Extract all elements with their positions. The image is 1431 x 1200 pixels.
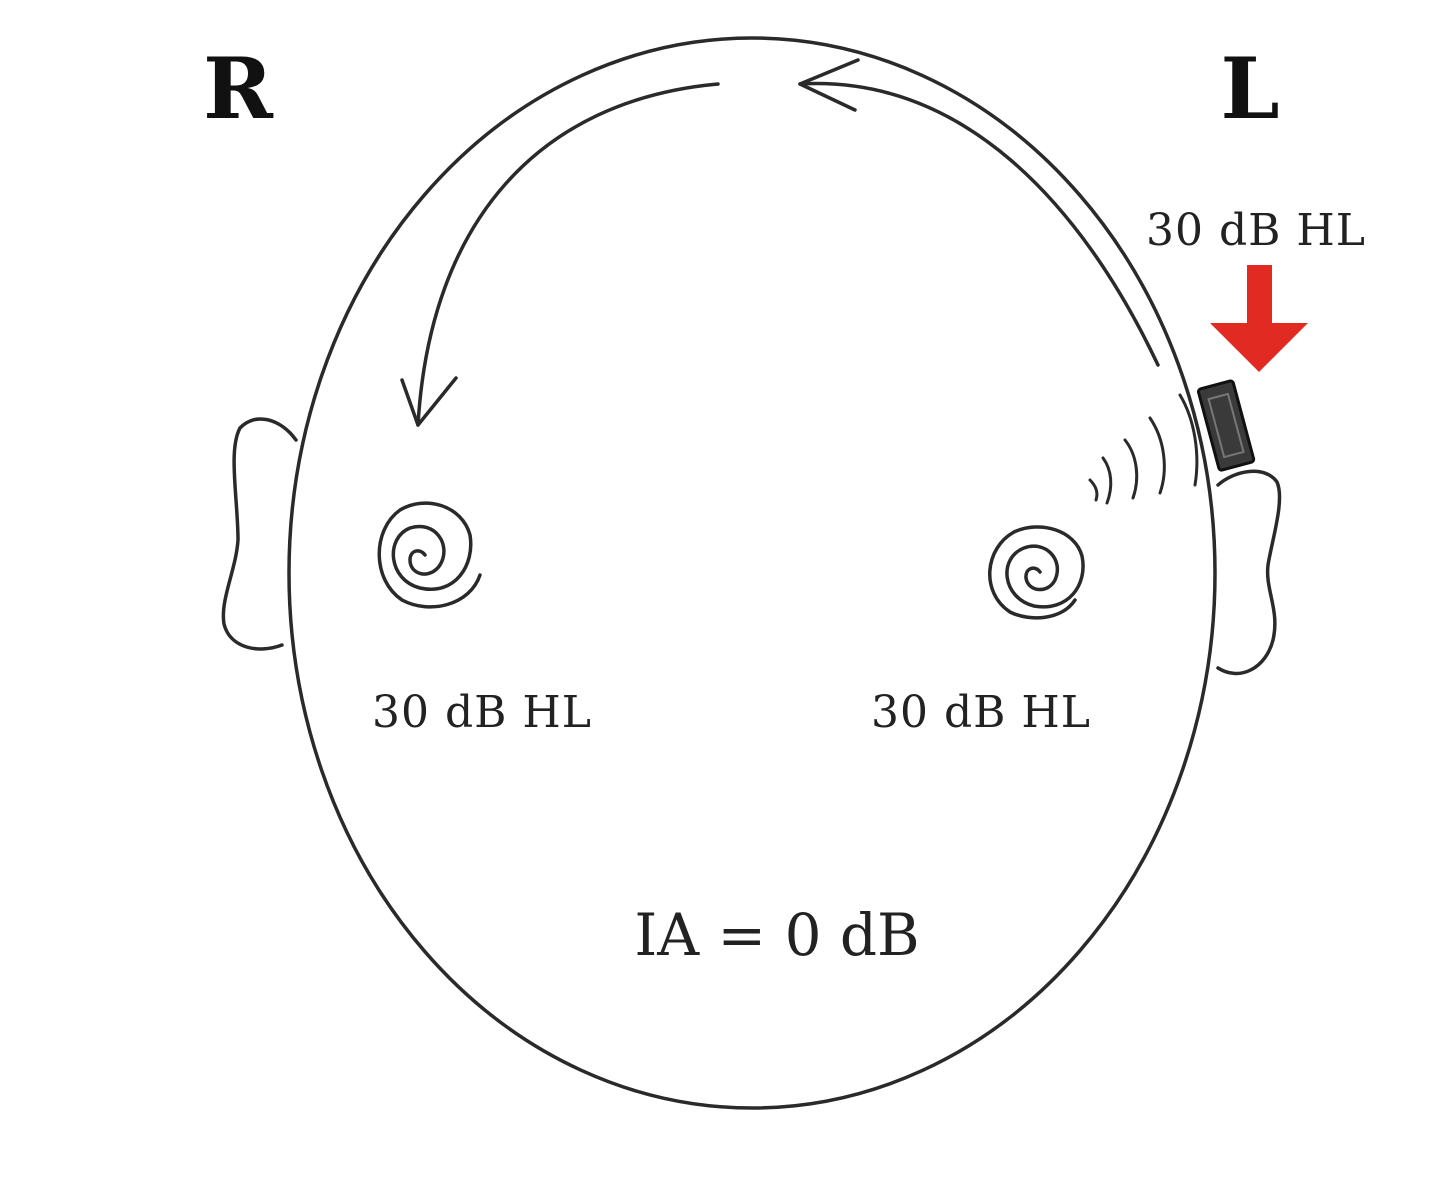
cochlea-spiral-icon xyxy=(988,525,1085,620)
left-ear xyxy=(1216,469,1282,676)
left-side-label: L xyxy=(1220,39,1279,138)
right-side-label: R xyxy=(203,39,274,138)
cross-head-arrowhead xyxy=(400,376,458,427)
right-cochlea-level-label: 30 dB HL xyxy=(372,687,592,738)
interaural-attenuation-label: IA = 0 dB xyxy=(634,901,919,969)
arrow-down-icon xyxy=(1210,265,1308,372)
stimulus-level-label: 30 dB HL xyxy=(1146,205,1366,256)
bone-conduction-path xyxy=(798,81,1160,367)
bone-conduction-path-arrowhead-top xyxy=(798,58,860,112)
right-ear xyxy=(221,417,298,651)
bone-vibrator-icon xyxy=(1196,379,1256,472)
left-cochlea-level-label: 30 dB HL xyxy=(871,687,1091,738)
cross-head-path xyxy=(416,82,720,427)
cochlea-spiral-icon xyxy=(377,501,482,609)
vibration-waves-icon xyxy=(1088,393,1199,505)
head-outline xyxy=(287,36,1217,1110)
